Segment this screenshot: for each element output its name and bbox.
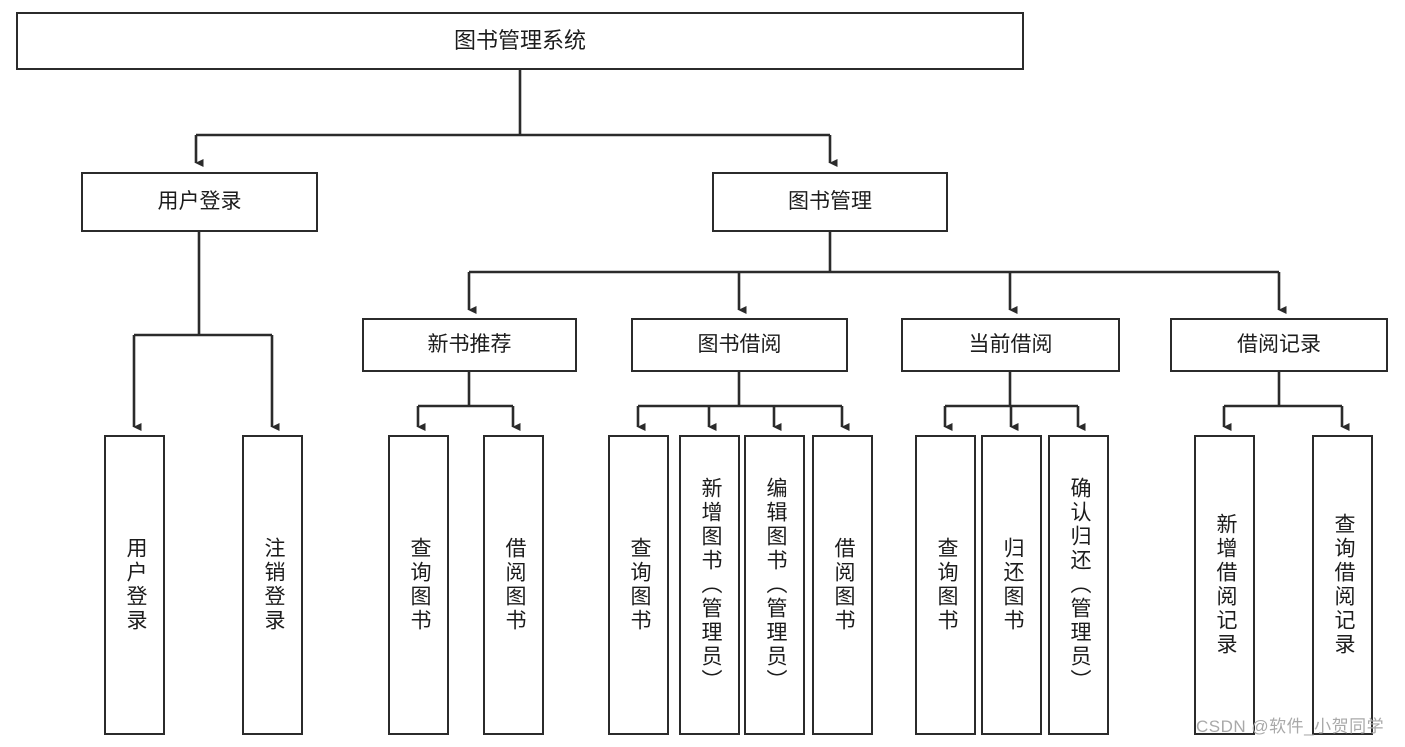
node-book-management[interactable]: 图书管理 <box>712 172 948 232</box>
leaf-book-borrow-query[interactable]: 查询图书 <box>608 435 669 735</box>
node-label: 注销登录 <box>261 537 285 633</box>
node-label: 借阅图书 <box>502 537 526 633</box>
node-borrow-record[interactable]: 借阅记录 <box>1170 318 1388 372</box>
node-label: 归还图书 <box>1000 537 1024 633</box>
node-label: 图书管理系统 <box>453 27 586 53</box>
leaf-new-book-query[interactable]: 查询图书 <box>388 435 449 735</box>
node-label: 查询图书 <box>627 537 651 633</box>
leaf-current-borrow-query[interactable]: 查询图书 <box>915 435 976 735</box>
leaf-current-borrow-confirm[interactable]: 确认归还（管理员） <box>1048 435 1109 735</box>
node-book-borrow[interactable]: 图书借阅 <box>631 318 848 372</box>
leaf-current-borrow-return[interactable]: 归还图书 <box>981 435 1042 735</box>
leaf-new-book-borrow[interactable]: 借阅图书 <box>483 435 544 735</box>
node-label: 查询图书 <box>407 537 431 633</box>
node-label: 用户登录 <box>157 189 242 213</box>
node-root-system[interactable]: 图书管理系统 <box>16 12 1024 70</box>
node-label: 新增图书（管理员） <box>698 477 722 693</box>
node-user-login[interactable]: 用户登录 <box>81 172 318 232</box>
node-label: 确认归还（管理员） <box>1067 477 1091 693</box>
node-current-borrow[interactable]: 当前借阅 <box>901 318 1120 372</box>
node-label: 图书管理 <box>788 189 872 213</box>
node-label: 借阅图书 <box>831 537 855 633</box>
node-label: 新增借阅记录 <box>1213 513 1237 657</box>
node-label: 借阅记录 <box>1237 332 1321 356</box>
node-label: 新书推荐 <box>427 332 512 356</box>
node-new-book-recommend[interactable]: 新书推荐 <box>362 318 577 372</box>
leaf-user-login-login[interactable]: 用户登录 <box>104 435 165 735</box>
leaf-borrow-record-add[interactable]: 新增借阅记录 <box>1194 435 1255 735</box>
node-label: 当前借阅 <box>968 332 1053 356</box>
node-label: 查询图书 <box>934 537 958 633</box>
node-label: 查询借阅记录 <box>1331 513 1355 657</box>
watermark-text: CSDN @软件_小贺同学 <box>1196 717 1385 736</box>
node-label: 用户登录 <box>123 537 147 633</box>
leaf-book-borrow-edit[interactable]: 编辑图书（管理员） <box>744 435 805 735</box>
leaf-book-borrow-borrow[interactable]: 借阅图书 <box>812 435 873 735</box>
leaf-user-login-logout[interactable]: 注销登录 <box>242 435 303 735</box>
node-label: 图书借阅 <box>697 332 782 356</box>
leaf-borrow-record-query[interactable]: 查询借阅记录 <box>1312 435 1373 735</box>
node-label: 编辑图书（管理员） <box>763 477 787 693</box>
leaf-book-borrow-add[interactable]: 新增图书（管理员） <box>679 435 740 735</box>
